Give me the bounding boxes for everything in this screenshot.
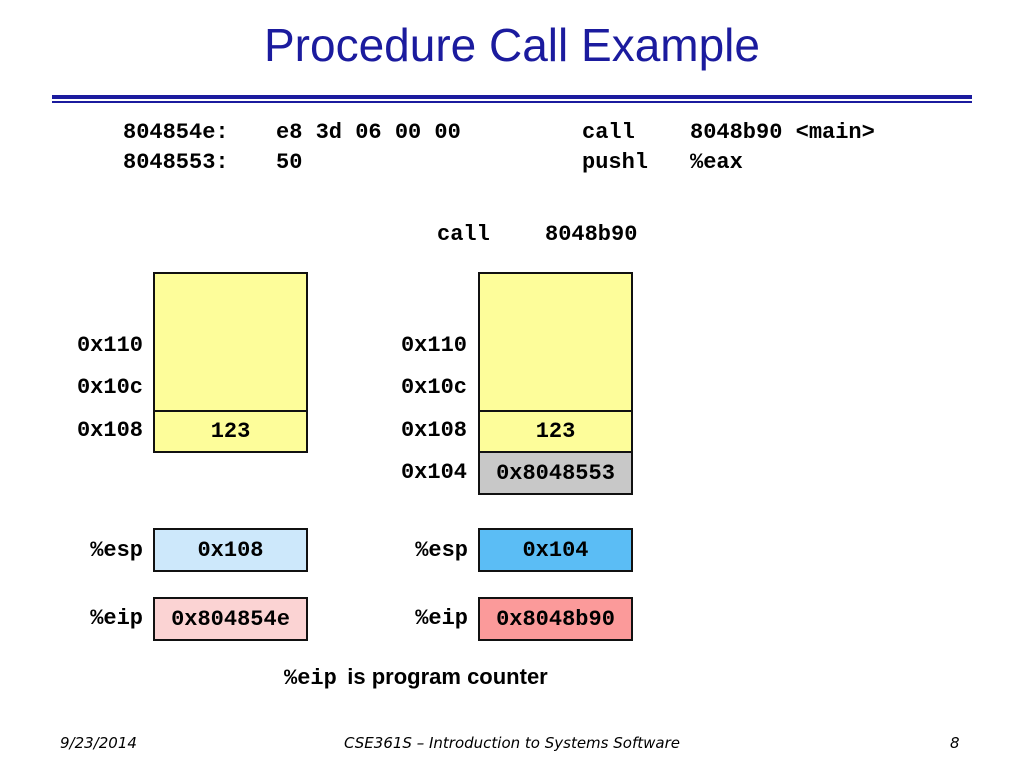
code-line-1-operand: 8048b90 <main> <box>690 120 875 145</box>
title-divider-thin <box>52 101 972 103</box>
stack-after-addr-0x104: 0x104 <box>400 460 467 485</box>
eip-after-register: 0x8048b90 <box>478 597 633 641</box>
stack-before-cell-0x108: 123 <box>153 410 308 453</box>
code-line-2-addr: 8048553: <box>123 150 229 175</box>
instruction-caption-operand: 8048b90 <box>545 222 638 247</box>
footer-page-number: 8 <box>950 734 960 752</box>
code-line-1-op: call <box>582 120 635 145</box>
title-divider <box>52 95 972 99</box>
note-code: %eip <box>284 666 337 691</box>
esp-before-register: 0x108 <box>153 528 308 572</box>
code-line-2-bytes: 50 <box>276 150 303 175</box>
stack-after-cell-0x104: 0x8048553 <box>478 451 633 495</box>
stack-after-cell-0x108: 123 <box>478 410 633 453</box>
esp-before-label: %esp <box>90 538 143 563</box>
stack-before-addr-0x10c: 0x10c <box>76 375 143 400</box>
esp-after-register: 0x104 <box>478 528 633 572</box>
eip-after-label: %eip <box>415 606 468 631</box>
code-line-2-operand: %eax <box>690 150 743 175</box>
code-line-1-bytes: e8 3d 06 00 00 <box>276 120 461 145</box>
stack-after-addr-0x10c: 0x10c <box>400 375 467 400</box>
stack-after-addr-0x108: 0x108 <box>400 418 467 443</box>
program-counter-note: %eip is program counter <box>284 664 548 691</box>
eip-before-register: 0x804854e <box>153 597 308 641</box>
footer-course: CSE361S – Introduction to Systems Softwa… <box>344 734 680 752</box>
stack-after-addr-0x110: 0x110 <box>400 333 467 358</box>
stack-before-addr-0x108: 0x108 <box>76 418 143 443</box>
code-line-2-op: pushl <box>582 150 649 175</box>
stack-before-empty-region <box>153 272 308 412</box>
eip-before-label: %eip <box>90 606 143 631</box>
stack-after-empty-region <box>478 272 633 412</box>
stack-before-addr-0x110: 0x110 <box>76 333 143 358</box>
instruction-caption-op: call <box>437 222 490 247</box>
esp-after-label: %esp <box>415 538 468 563</box>
footer-date: 9/23/2014 <box>60 734 137 752</box>
note-text: is program counter <box>347 664 548 689</box>
code-line-1-addr: 804854e: <box>123 120 229 145</box>
slide-title: Procedure Call Example <box>263 19 760 71</box>
